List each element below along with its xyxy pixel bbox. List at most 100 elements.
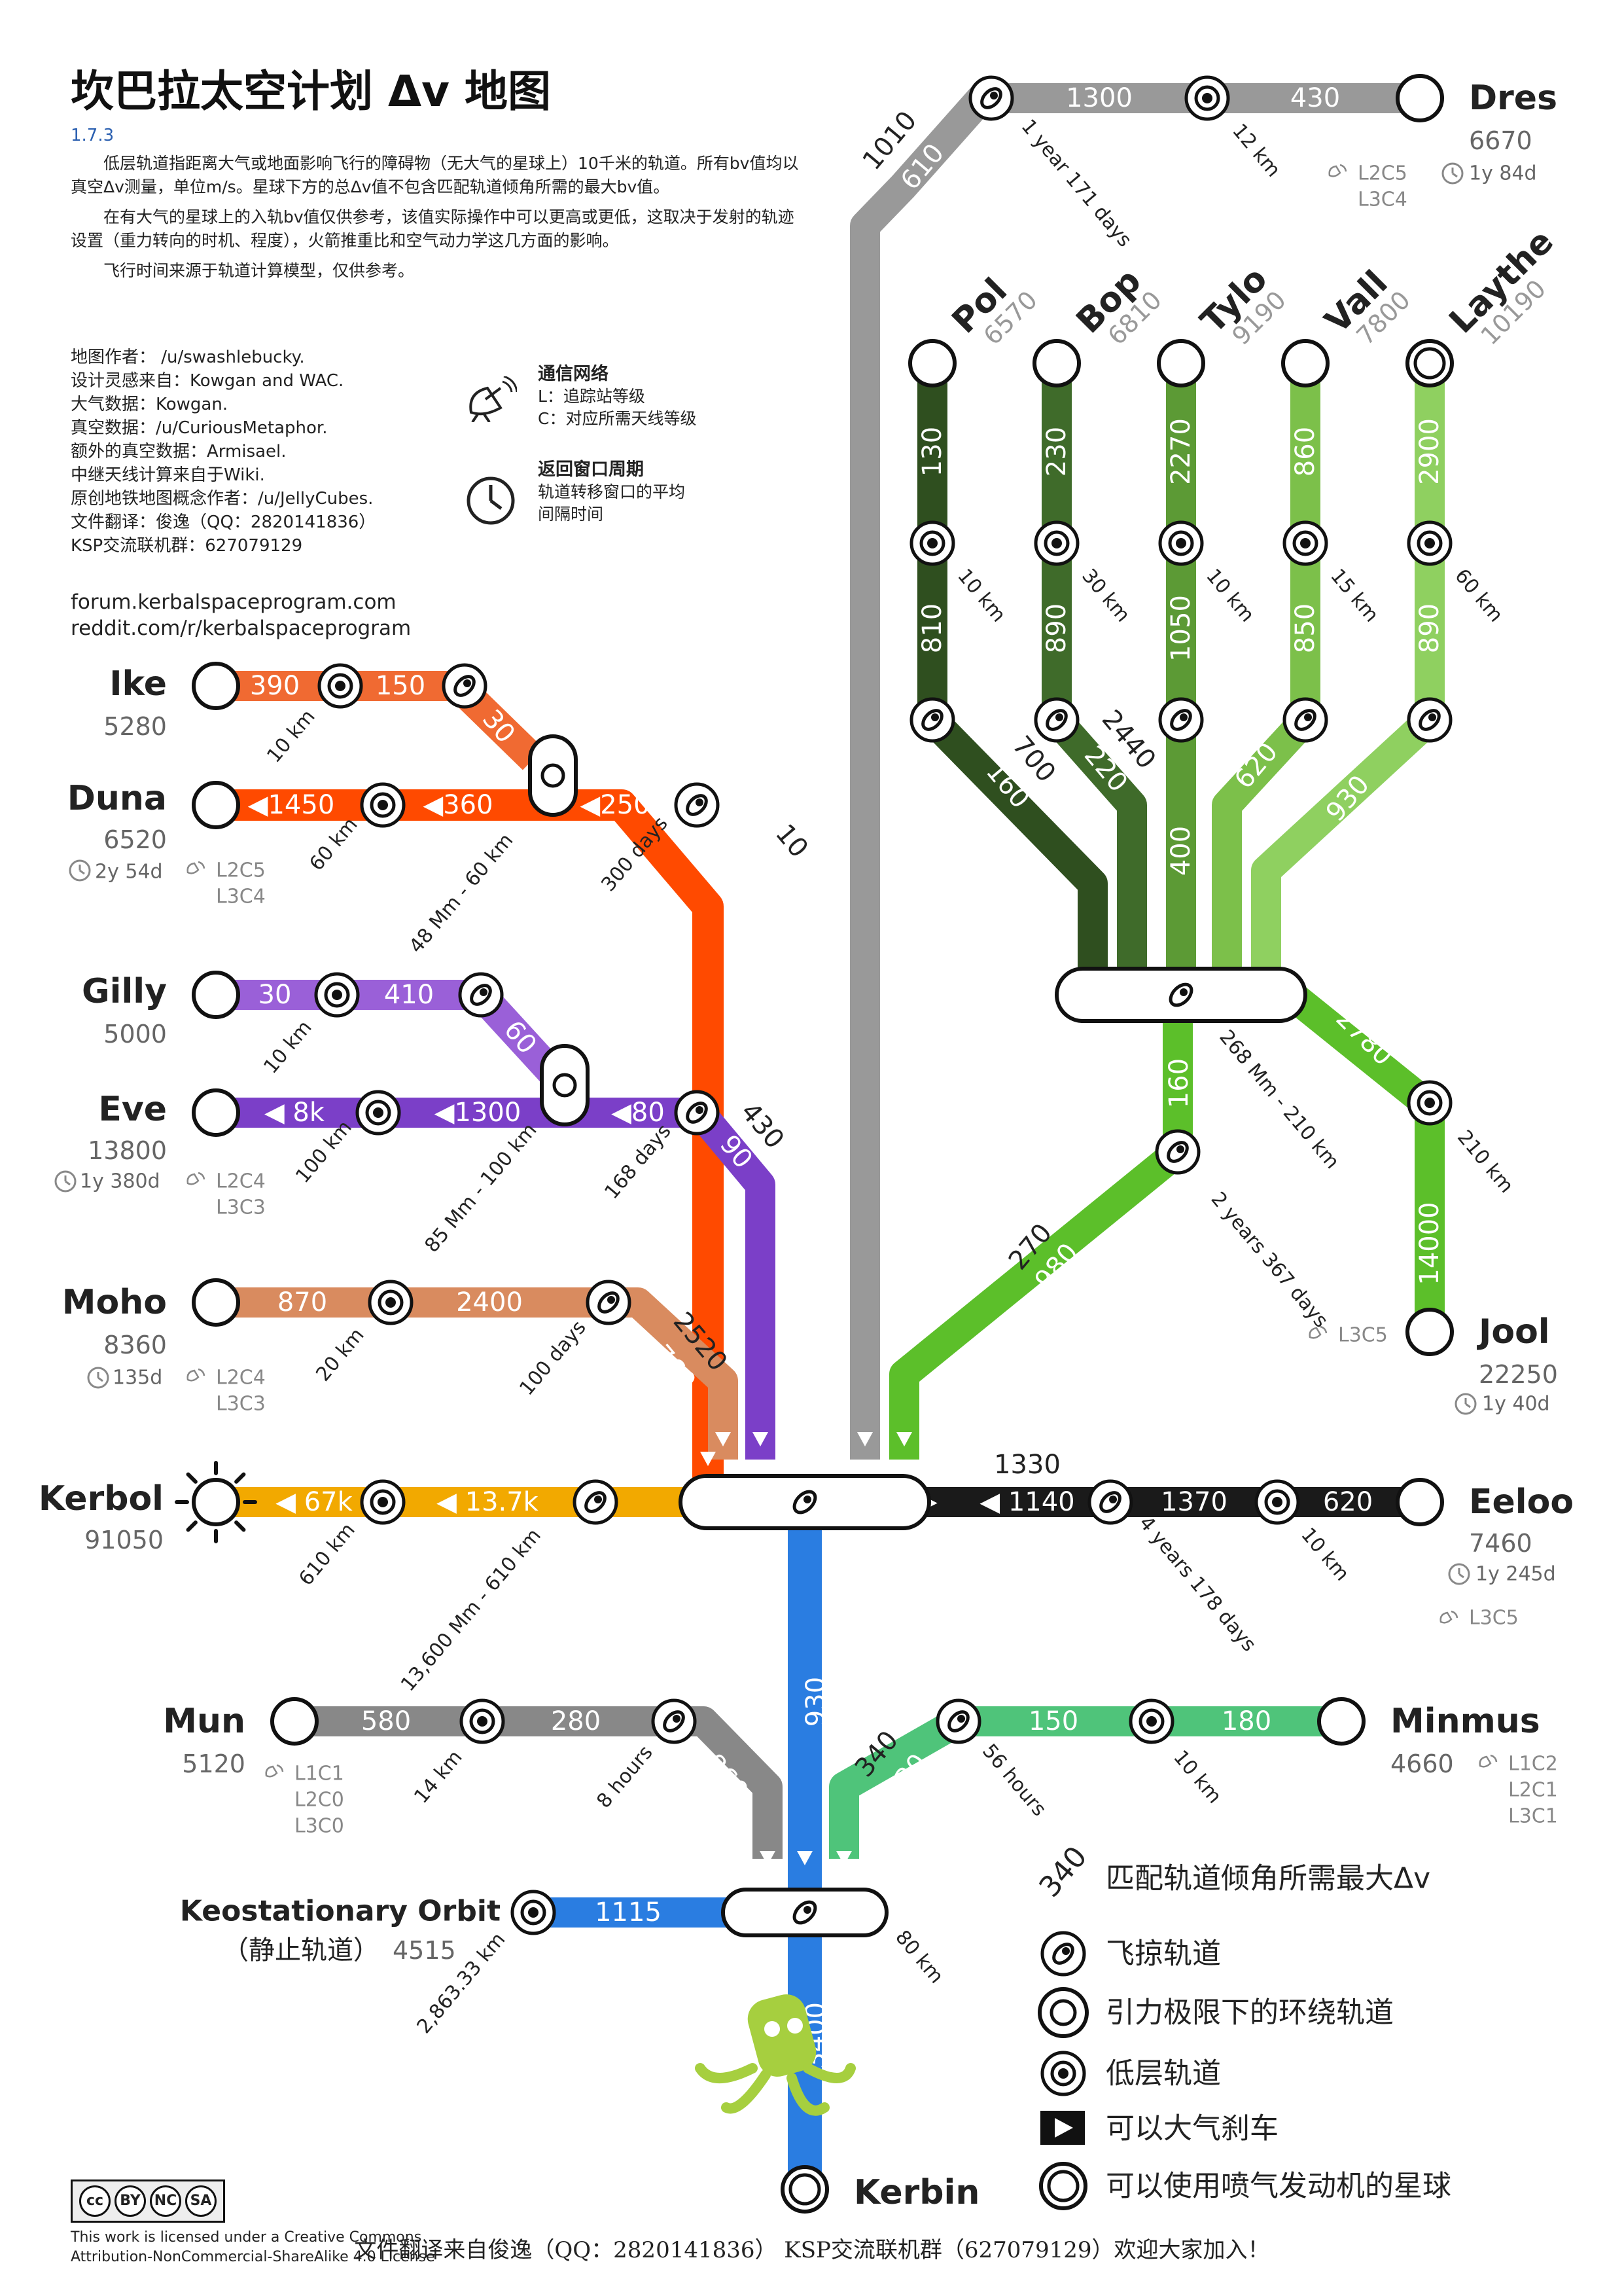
low-orbit-dot xyxy=(1051,538,1062,548)
legend-aero: 可以大气刹车 xyxy=(1106,2112,1279,2145)
dish-signal xyxy=(198,1368,205,1376)
by-icon: BY xyxy=(115,2185,146,2217)
header: 坎巴拉太空计划 Δv 地图 1.7.3 低层轨道指距离大气或地面影响飞行的障碍物… xyxy=(71,65,803,283)
bop-node xyxy=(1033,339,1081,387)
satellite-dish-icon xyxy=(265,1764,284,1778)
dv-label: 890 xyxy=(1042,603,1072,653)
tylo-node xyxy=(1157,339,1205,387)
low-orbit-ring xyxy=(1194,85,1220,111)
dv-label: 14000 xyxy=(1415,1202,1445,1285)
low-orbit-ring xyxy=(378,1289,404,1316)
dv-label: 1330 xyxy=(994,1450,1061,1480)
links: forum.kerbalspaceprogram.com reddit.com/… xyxy=(71,589,411,641)
eve-node xyxy=(192,1088,240,1137)
altitude-label: 48 Mm - 60 km xyxy=(405,829,518,958)
dres-line xyxy=(850,83,1420,1460)
body-total: L3C0 xyxy=(294,1815,344,1838)
hub-ellipse xyxy=(792,1490,817,1515)
dv-label: 150 xyxy=(1029,1706,1078,1736)
body-name-kerbin: Kerbin xyxy=(854,2173,980,2212)
body-total: 1y 84d xyxy=(1469,162,1537,185)
dish-shape xyxy=(186,1369,200,1382)
body-total: 5120 xyxy=(182,1749,245,1778)
eve-soi-ring xyxy=(552,1073,577,1098)
clock-face xyxy=(87,1367,109,1389)
flyby-ellipse xyxy=(1046,709,1068,731)
body-total: 1y 245d xyxy=(1475,1563,1556,1586)
window-title: 返回窗口周期 xyxy=(538,459,644,480)
flyby-dot xyxy=(480,988,487,996)
low-orbit-dot xyxy=(477,1716,487,1727)
dv-label: ◀360 xyxy=(423,790,493,820)
flyby-ellipse xyxy=(584,1491,607,1513)
altitude-label: 1 year 171 days xyxy=(1017,115,1137,251)
window-desc: 轨道转移窗口的平均 xyxy=(538,482,686,501)
dv-label: 620 xyxy=(1323,1487,1373,1517)
clock-icon xyxy=(465,475,517,533)
body-total: 8360 xyxy=(103,1331,167,1359)
body-total: 5000 xyxy=(103,1020,167,1049)
kraken-eye xyxy=(787,2018,803,2034)
body-total: L1C2 xyxy=(1508,1753,1558,1776)
dv-label: 230 xyxy=(1042,427,1072,476)
flyby-dot xyxy=(607,1296,615,1304)
dish-signal xyxy=(1451,1610,1458,1619)
dv-label: 180 xyxy=(1222,1706,1271,1736)
dv-label: 850 xyxy=(1290,603,1320,653)
dish-shape xyxy=(1439,1611,1453,1624)
low-orbit-dot xyxy=(1272,1497,1282,1507)
body-name-mun: Mun xyxy=(163,1702,245,1741)
credit-line: 中继天线计算来自于Wiki. xyxy=(71,465,265,485)
clock-icon xyxy=(54,1170,77,1193)
satellite-dish-icon xyxy=(1309,1325,1328,1339)
flyby-ellipse xyxy=(663,1710,685,1732)
low-orbit-dot xyxy=(927,538,938,548)
comm-legend: 通信网络 L：追踪站等级 C：对应所需天线等级 返回窗口周期 轨道转移窗口的平均… xyxy=(465,363,831,526)
legend-aero-arrow xyxy=(1055,2118,1073,2138)
forum-link[interactable]: forum.kerbalspaceprogram.com xyxy=(71,590,397,614)
body-total: 1y 380d xyxy=(80,1170,160,1193)
low-orbit-dot xyxy=(373,1107,383,1118)
duna-soi-ring xyxy=(540,763,565,788)
clock-icon xyxy=(1448,1563,1470,1585)
legend-low: 低层轨道 xyxy=(1106,2057,1221,2090)
dv-label: 130 xyxy=(917,427,947,476)
body-name-ike: Ike xyxy=(109,664,167,704)
jool-node xyxy=(1405,1308,1454,1356)
hub-dot xyxy=(803,1906,811,1914)
body-total: L2C4 xyxy=(216,1170,266,1193)
dish-shape xyxy=(1328,165,1341,177)
low-orbit-ring xyxy=(520,1899,546,1926)
altitude-label: 610 km xyxy=(294,1518,360,1590)
satellite-dish-icon xyxy=(186,1368,205,1382)
low-orbit-ring xyxy=(1168,530,1194,556)
license-block: cc BY NC SA This work is licensed under … xyxy=(71,2179,435,2267)
clock-face xyxy=(54,1170,77,1193)
dv-label: 810 xyxy=(917,603,947,653)
aerobrake-arrow xyxy=(715,1432,731,1446)
low-orbit-ring xyxy=(919,530,945,556)
flyby-dot xyxy=(696,798,703,806)
altitude-label: 168 days xyxy=(600,1120,675,1204)
low-orbit-ring xyxy=(1139,1708,1165,1734)
flyby-ellipse xyxy=(1099,1491,1121,1513)
credit-line: 地图作者： /u/swashlebucky. xyxy=(71,348,305,367)
low-orbit-ring xyxy=(370,1489,396,1515)
flyby-ellipse xyxy=(686,1102,708,1124)
reddit-link[interactable]: reddit.com/r/kerbalspaceprogram xyxy=(71,617,412,640)
altitude-label: 60 km xyxy=(1450,565,1507,627)
nc-icon: NC xyxy=(150,2185,181,2217)
body-total: 5280 xyxy=(103,712,167,741)
flyby-ellipse xyxy=(470,984,492,1006)
flyby-ellipse xyxy=(597,1291,620,1314)
kraken-tentacles xyxy=(695,2063,856,2116)
flyby-ellipse xyxy=(947,1710,970,1732)
dv-label: 2400 xyxy=(456,1287,523,1318)
body-total: L3C3 xyxy=(216,1393,266,1416)
comm-title: 通信网络 xyxy=(538,364,609,384)
aerobrake-arrow xyxy=(760,1851,775,1865)
satellite-dish-icon xyxy=(1328,164,1347,177)
page-title: 坎巴拉太空计划 Δv 地图 xyxy=(71,66,552,117)
legend-jet: 可以使用喷气发动机的星球 xyxy=(1106,2170,1451,2203)
clock-hands xyxy=(64,1175,71,1186)
